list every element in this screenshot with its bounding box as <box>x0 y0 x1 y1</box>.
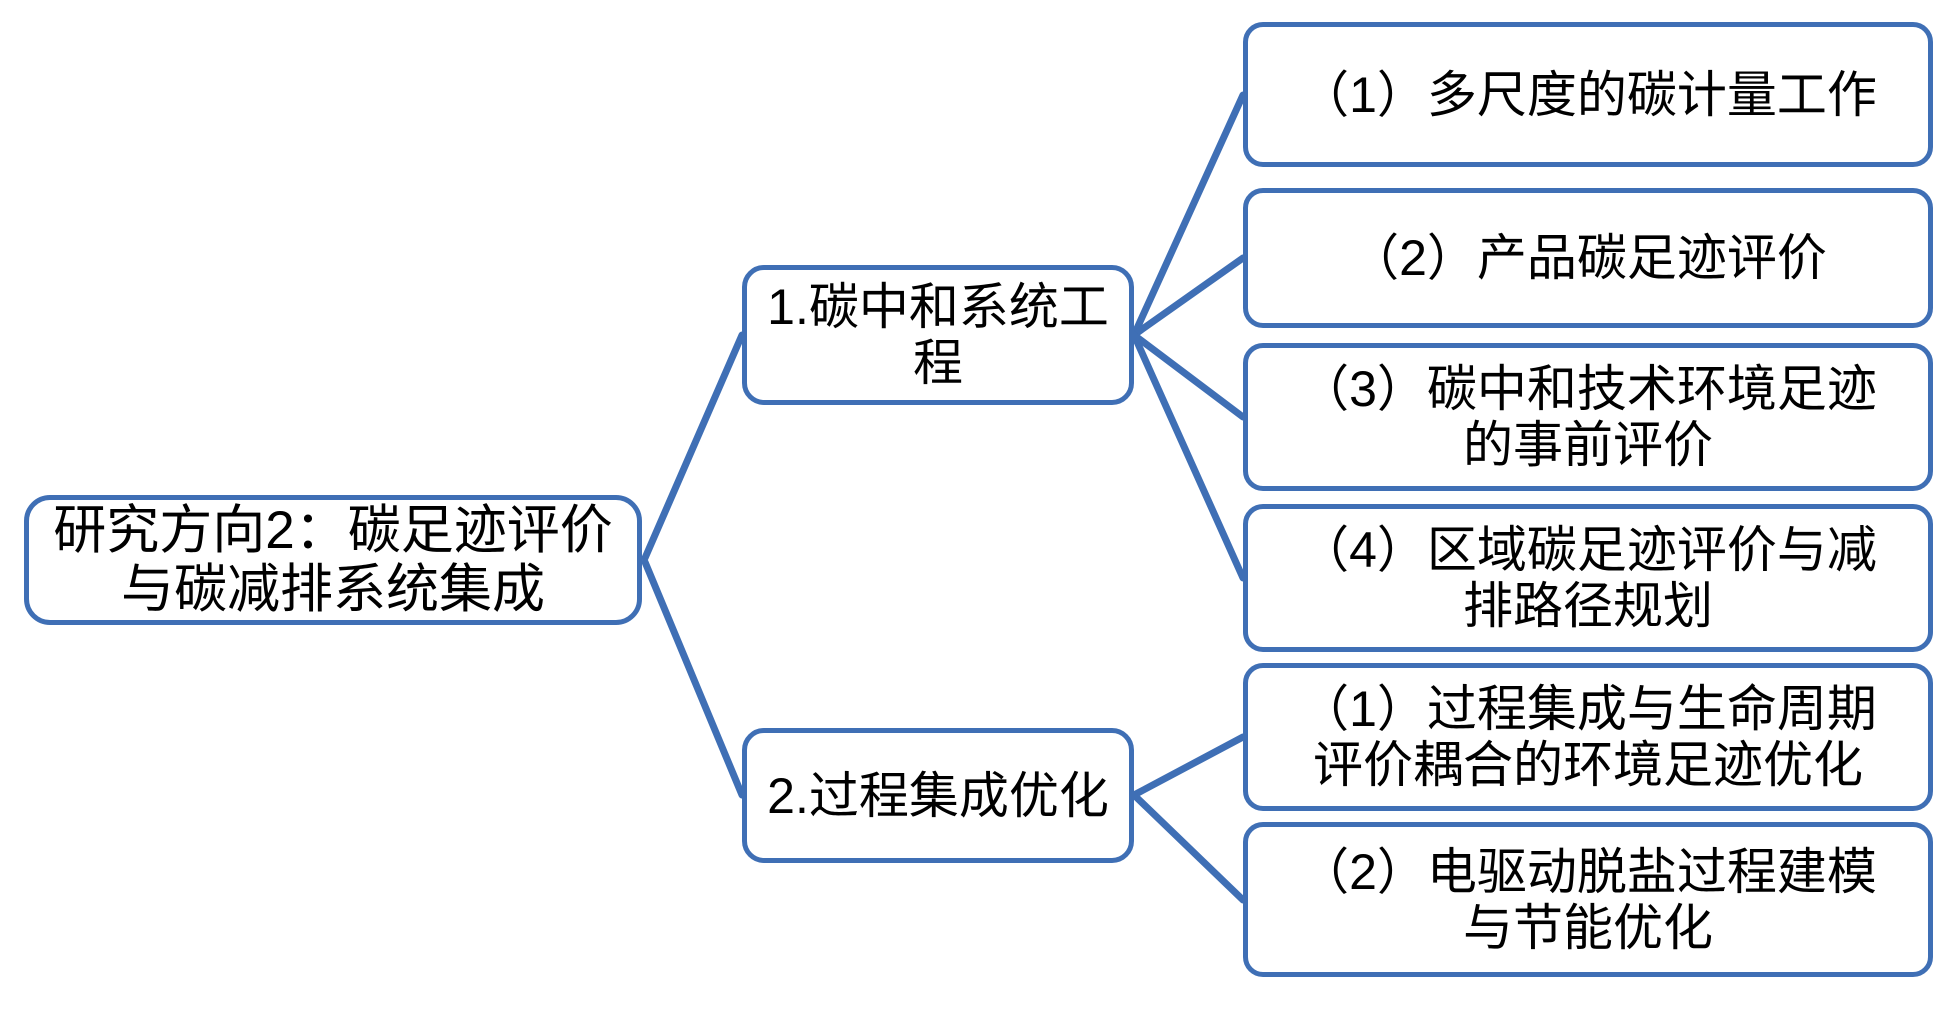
node-leaf-product-carbon-footprint[interactable]: （2）产品碳足迹评价 <box>1243 188 1933 328</box>
node-leaf-process-integration-lca-coupling[interactable]: （1）过程集成与生命周期 评价耦合的环境足迹优化 <box>1243 663 1933 811</box>
edge-branch1-leaf4 <box>1130 331 1247 582</box>
node-root-label: 研究方向2：碳足迹评价 与碳减排系统集成 <box>53 500 613 619</box>
edge-branch2-leaf1 <box>1130 733 1247 799</box>
node-leaf-4-label: （4）区域碳足迹评价与减 排路径规划 <box>1299 522 1877 634</box>
edge-root-branch2 <box>641 558 746 799</box>
edge-branch1-leaf1 <box>1130 91 1247 339</box>
node-root-research-direction[interactable]: 研究方向2：碳足迹评价 与碳减排系统集成 <box>24 495 642 625</box>
node-leaf-tech-environmental-footprint-exante[interactable]: （3）碳中和技术环境足迹 的事前评价 <box>1243 343 1933 491</box>
edge-branch1-leaf3 <box>1130 331 1247 421</box>
node-branch-1-label: 1.碳中和系统工 程 <box>767 279 1109 391</box>
node-leaf-6-label: （2）电驱动脱盐过程建模 与节能优化 <box>1299 843 1877 956</box>
edge-branch1-leaf2 <box>1130 254 1247 339</box>
node-leaf-5-label: （1）过程集成与生命周期 评价耦合的环境足迹优化 <box>1299 681 1877 793</box>
node-leaf-1-label: （1）多尺度的碳计量工作 <box>1299 66 1877 123</box>
node-branch-2-label: 2.过程集成优化 <box>767 767 1109 824</box>
node-leaf-2-label: （2）产品碳足迹评价 <box>1349 230 1827 286</box>
node-leaf-electrodriven-desalination-modeling[interactable]: （2）电驱动脱盐过程建模 与节能优化 <box>1243 822 1933 977</box>
node-branch-process-integration-optimization[interactable]: 2.过程集成优化 <box>742 728 1134 863</box>
edge-branch2-leaf2 <box>1130 791 1247 904</box>
edge-root-branch1 <box>641 331 746 562</box>
node-leaf-regional-footprint-reduction-pathway[interactable]: （4）区域碳足迹评价与减 排路径规划 <box>1243 504 1933 652</box>
node-leaf-3-label: （3）碳中和技术环境足迹 的事前评价 <box>1299 361 1877 473</box>
node-branch-carbon-neutral-systems-engineering[interactable]: 1.碳中和系统工 程 <box>742 265 1134 405</box>
node-leaf-multiscale-carbon-accounting[interactable]: （1）多尺度的碳计量工作 <box>1243 22 1933 167</box>
